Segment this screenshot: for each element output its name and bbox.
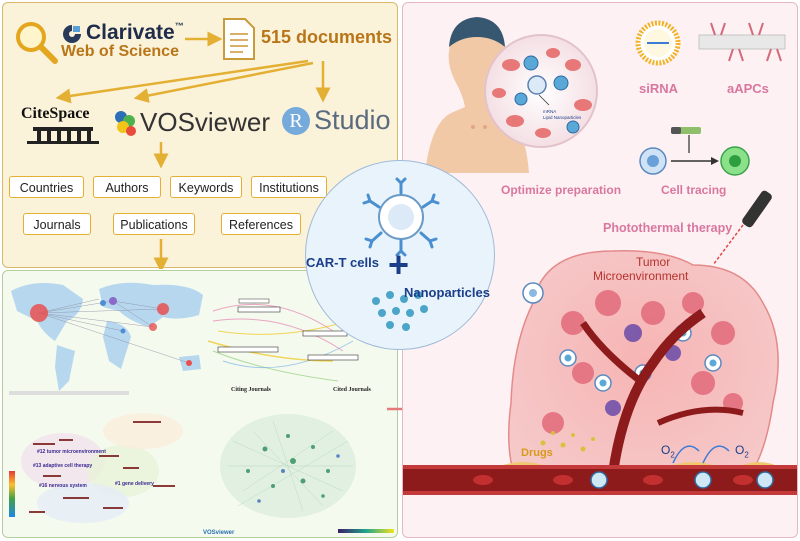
tag-keywords: Keywords [170,176,242,198]
rstudio-logo: Studio [314,105,391,135]
magnifier-icon [16,22,58,64]
cell-tracing-icon [639,127,750,176]
optimize-label: Optimize preparation [501,183,622,197]
car-t-label: CAR-T cells [306,255,379,270]
bloodstream-zoom [484,34,598,148]
blood-vessel [403,462,797,495]
sirna-liposome-icon [635,20,681,66]
cell-tracing-label: Cell tracing [661,183,727,197]
vosviewer-network-thumbnail [220,414,394,533]
tumor-label: Tumor [636,255,671,269]
citing-journals-label: Citing Journals [231,387,272,393]
oxygen-arrows [672,445,730,464]
cluster-label-tumor: #12 tumor microenvironment [37,449,106,455]
cluster-label-gene: #1 gene delivery [115,481,154,487]
tag-institutions: Institutions [251,176,327,198]
cluster-label-nervous: #16 nervous system [39,483,87,489]
clarivate-text: Clarivate™ [86,21,184,44]
o2-label-a: O2 [661,443,675,460]
vosviewer-logo: VOSviewer [140,107,271,137]
cluster-label-adaptive: #13 adaptive cell therapy [33,463,92,469]
car-t-nanoparticle-graphic [362,177,440,331]
nanoparticles-label: Nanoparticles [404,285,490,300]
photothermal-label: Photothermal therapy [603,221,733,235]
web-of-science-text: Web of Science [61,43,179,60]
visualization-thumbnails: Citing Journals Cited Journals #13 adapt [9,282,394,536]
plus-sign: + [388,244,410,285]
tag-authors: Authors [93,176,161,198]
tag-references: References [221,213,301,235]
cited-journals-label: Cited Journals [333,387,372,393]
mrna-label: mRNA [543,109,556,114]
nanoparticle-cluster-icon [372,291,428,331]
microenvironment-label: Microenvironment [593,269,689,283]
document-icon [223,18,255,60]
o2-label-b: O2 [735,443,749,460]
flow-arrows [55,31,331,269]
bibliometric-panel: Clarivate™ Web of Science 515 documents … [2,2,398,269]
lipid-label: Lipid Nanoparticles [543,115,582,120]
world-map-thumbnail [9,282,203,395]
therapy-panel: mRNA Lipid Nanoparticles [402,2,798,538]
tag-journals: Journals [23,213,91,235]
citespace-building-icon [27,127,99,144]
tumor-mass [507,250,779,494]
keyword-cluster-thumbnail [9,413,183,523]
dual-map-thumbnail [207,298,359,382]
documents-count: 515 documents [261,27,393,47]
rstudio-r-badge: R [282,107,310,135]
tag-publications: Publications [113,213,195,235]
car-t-cell-large-icon [362,177,440,257]
drugs-label: Drugs [521,447,553,459]
vosviewer-logo-icon [115,111,136,136]
tag-countries: Countries [9,176,84,198]
drug-particles [540,431,595,452]
therapy-illustration: mRNA Lipid Nanoparticles [403,17,797,495]
car-t-cell-icon [522,282,544,304]
clarivate-logo-icon [63,25,81,43]
citespace-logo: CiteSpace [21,105,90,122]
aapcs-label: aAPCs [727,81,769,96]
car-t-nanoparticle-circle: CAR-T cells + Nanoparticles [305,160,495,350]
aapcs-icon [698,22,786,62]
sirna-label: siRNA [639,81,679,96]
laser-device-icon [712,190,772,266]
vosviewer-small-logo: VOSviewer [203,530,235,536]
